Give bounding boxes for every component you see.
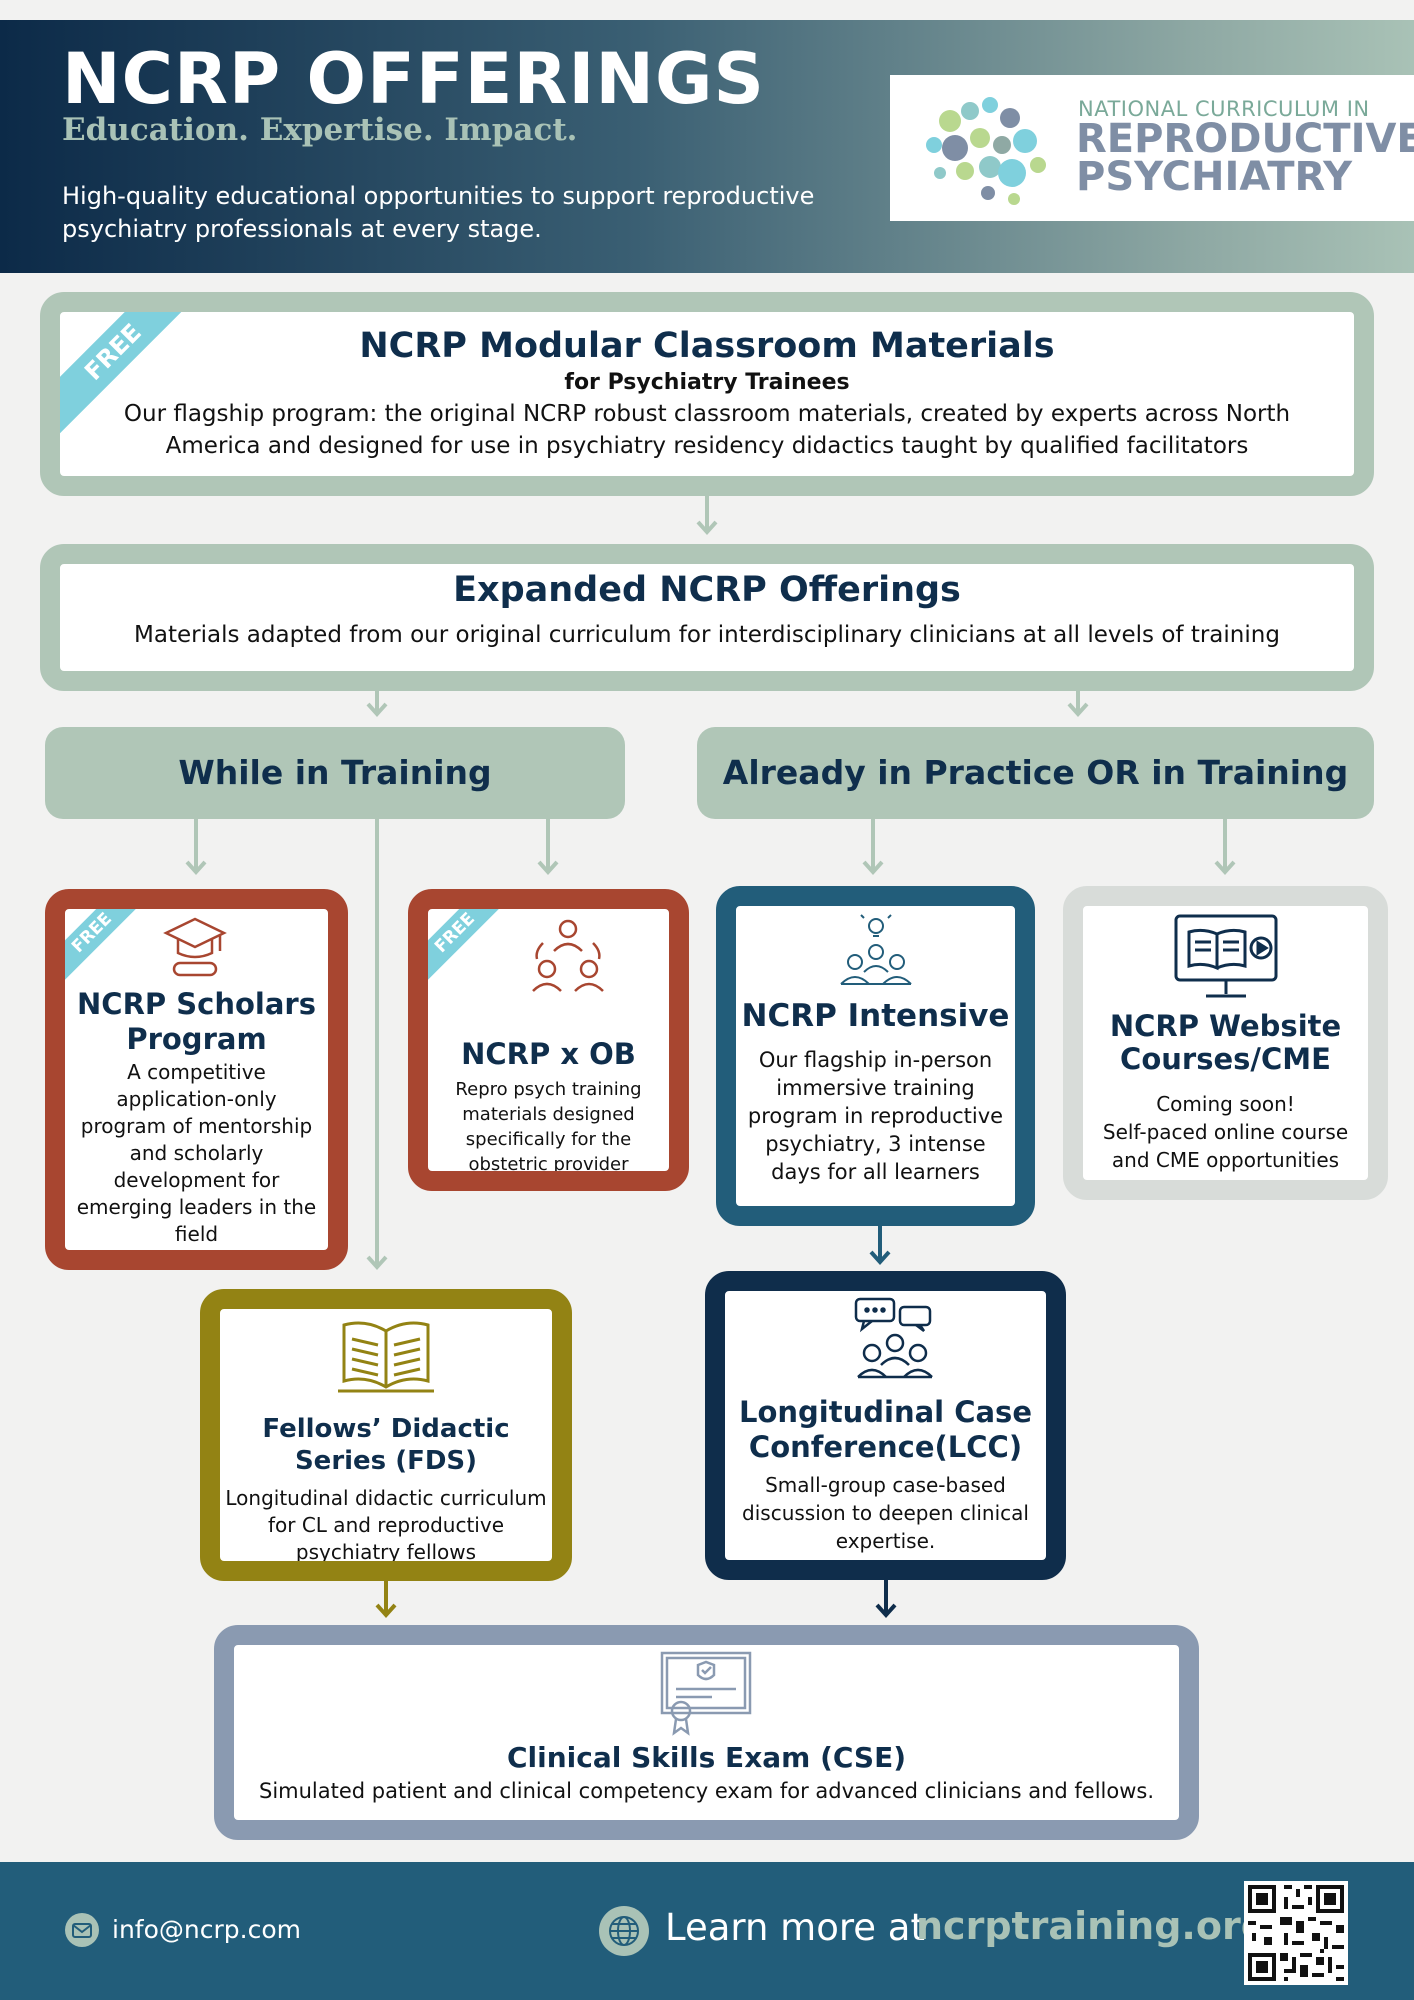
card-ncrp-intensive: NCRP Intensive Our flagship in-person im…: [716, 886, 1035, 1226]
modular-description: Our flagship program: the original NCRP …: [123, 401, 1291, 459]
learn-more-label: Learn more at: [665, 1906, 925, 1949]
page-title: NCRP OFFERINGS: [62, 38, 765, 120]
website-link[interactable]: ncrptraining.org: [916, 1904, 1268, 1948]
ob-description: Repro psych training materials designed …: [455, 1079, 642, 1175]
card-clinical-skills-exam: Clinical Skills Exam (CSE) Simulated pat…: [214, 1625, 1199, 1840]
modular-classroom-box: FREE NCRP Modular Classroom Materials fo…: [40, 292, 1374, 496]
page-subtitle: High-quality educational opportunities t…: [62, 182, 815, 243]
footer: [0, 1862, 1414, 2000]
group-people-icon: [532, 919, 604, 992]
modular-subtitle: for Psychiatry Trainees: [564, 370, 850, 395]
expanded-description: Materials adapted from our original curr…: [134, 622, 1280, 648]
card-fellows-didactic-series: Fellows’ Didactic Series (FDS) Longitudi…: [200, 1289, 572, 1581]
free-ribbon: FREE: [65, 909, 148, 989]
scholars-title: NCRP Scholars Program: [77, 987, 316, 1056]
modular-title: NCRP Modular Classroom Materials: [359, 326, 1055, 366]
branch-already-in-practice: Already in Practice OR in Training: [697, 727, 1374, 819]
lcc-title: Longitudinal Case Conference(LCC): [739, 1395, 1032, 1464]
page-tagline: Education. Expertise. Impact.: [62, 112, 578, 148]
website-status: Coming soon!: [1156, 1092, 1295, 1116]
ob-title: NCRP x OB: [461, 1037, 636, 1071]
email-icon: [65, 1913, 99, 1947]
intensive-description: Our flagship in-person immersive trainin…: [747, 1048, 1004, 1184]
contact-email-link[interactable]: info@ncrp.com: [112, 1915, 301, 1944]
open-book-icon: [338, 1321, 434, 1393]
lcc-description: Small-group case-based discussion to dee…: [742, 1473, 1029, 1553]
logo-bubbles-icon: [926, 97, 1046, 205]
cse-description: Simulated patient and clinical competenc…: [258, 1779, 1155, 1803]
website-title: NCRP Website Courses/CME: [1109, 1009, 1342, 1076]
expanded-offerings-box: Expanded NCRP Offerings Materials adapte…: [40, 544, 1374, 691]
card-ncrp-ob: FREE NCRP x OB Repro psych training mate…: [408, 889, 689, 1191]
card-website-courses: NCRP Website Courses/CME Coming soon! Se…: [1063, 886, 1388, 1200]
logo-line-3: PSYCHIATRY: [1076, 154, 1353, 200]
lightbulb-group-icon: [840, 914, 912, 985]
website-description: Self-paced online course and CME opportu…: [1102, 1120, 1349, 1172]
scholars-description: A competitive application-only program o…: [76, 1060, 317, 1246]
certificate-icon: [660, 1651, 752, 1736]
qr-code[interactable]: [1244, 1881, 1348, 1985]
free-ribbon: FREE: [428, 909, 511, 989]
card-longitudinal-case-conference: Longitudinal Case Conference(LCC) Small-…: [705, 1271, 1066, 1580]
expanded-title: Expanded NCRP Offerings: [453, 570, 961, 610]
graduation-cap-icon: [163, 917, 227, 977]
branch-while-in-training: While in Training: [45, 727, 625, 819]
ncrp-logo: NATIONAL CURRICULUM IN REPRODUCTIVE PSYC…: [890, 75, 1414, 221]
discussion-group-icon: [854, 1297, 933, 1379]
fds-title: Fellows’ Didactic Series (FDS): [262, 1414, 510, 1476]
intensive-title: NCRP Intensive: [741, 998, 1010, 1034]
fds-description: Longitudinal didactic curriculum for CL …: [225, 1486, 547, 1564]
globe-icon: [599, 1906, 649, 1956]
logo-line-1: NATIONAL CURRICULUM IN: [1078, 97, 1370, 121]
card-scholars-program: FREE NCRP Scholars Program A competitive…: [45, 889, 348, 1270]
cse-title: Clinical Skills Exam (CSE): [506, 1741, 907, 1774]
logo-line-2: REPRODUCTIVE: [1076, 116, 1414, 162]
online-course-monitor-icon: [1174, 914, 1278, 998]
qr-code-icon: [1248, 1885, 1344, 1981]
